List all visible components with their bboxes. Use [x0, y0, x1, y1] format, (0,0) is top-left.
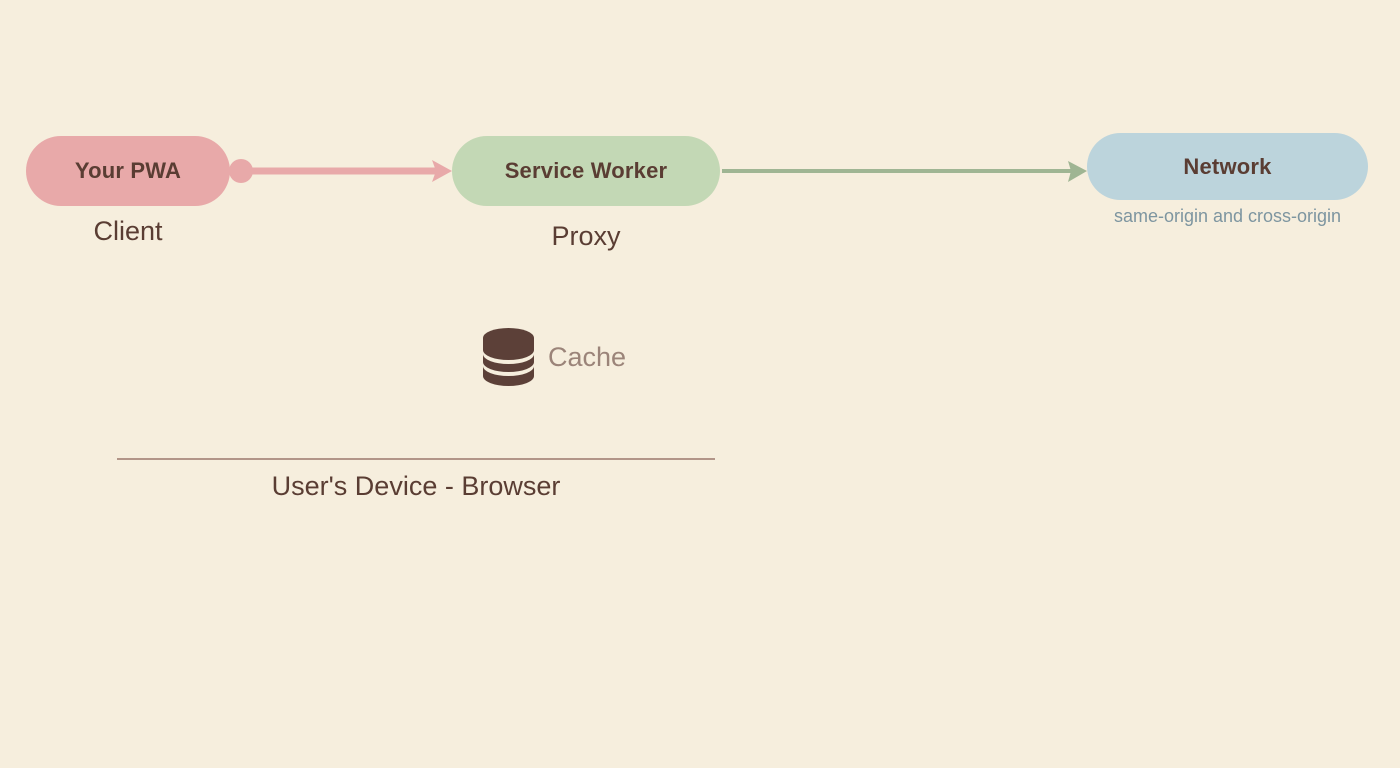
device-boundary-label: User's Device - Browser — [271, 471, 561, 501]
cache-storage-group[interactable]: Cache — [483, 328, 626, 386]
node-your-pwa-caption: Client — [93, 216, 163, 246]
database-icon — [483, 328, 534, 386]
connector-arrowhead-icon — [432, 160, 452, 182]
node-service-worker-label: Service Worker — [504, 158, 668, 183]
node-your-pwa[interactable]: Your PWA — [26, 136, 230, 206]
connector-service-worker-to-network — [722, 161, 1087, 182]
connector-start-dot — [229, 159, 253, 183]
connector-pwa-to-service-worker — [229, 159, 452, 183]
node-network-caption: same-origin and cross-origin — [1113, 206, 1342, 226]
device-boundary-divider — [117, 458, 715, 460]
node-network[interactable]: Network — [1087, 133, 1368, 200]
node-network-label: Network — [1183, 153, 1272, 179]
node-service-worker-caption: Proxy — [551, 221, 621, 251]
connector-arrowhead-icon — [1068, 161, 1087, 182]
cache-label: Cache — [548, 341, 627, 372]
node-your-pwa-label: Your PWA — [74, 158, 182, 183]
node-service-worker[interactable]: Service Worker — [452, 136, 720, 206]
